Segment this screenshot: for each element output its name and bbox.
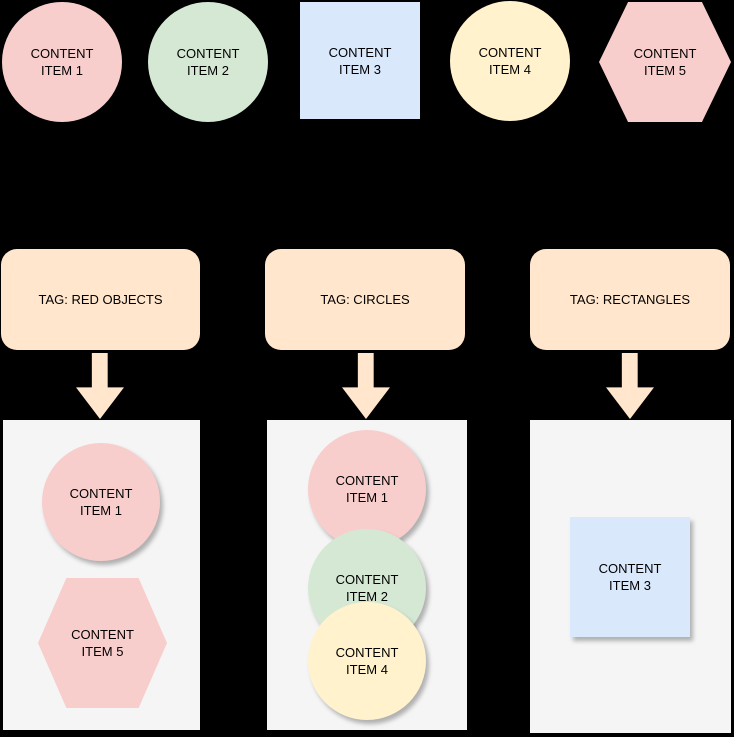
shape-label: CONTENT ITEM 4	[478, 45, 542, 77]
shape-label: CONTENT ITEM 1	[30, 46, 94, 78]
shape-label: CONTENT ITEM 2	[176, 46, 240, 78]
bucket3-content-item-3: CONTENT ITEM 3	[570, 517, 690, 637]
down-block-arrow-icon	[76, 353, 124, 419]
content-item-1: CONTENT ITEM 1	[2, 2, 122, 122]
content-item-3: CONTENT ITEM 3	[300, 2, 420, 119]
down-block-arrow-icon	[342, 353, 390, 419]
content-item-2: CONTENT ITEM 2	[148, 2, 268, 122]
shape-label: CONTENT ITEM 3	[328, 44, 392, 77]
shape-label: CONTENT ITEM 3	[598, 561, 662, 593]
tag-label: TAG: CIRCLES	[320, 292, 410, 307]
bucket1-content-item-5: CONTENT ITEM 5	[38, 578, 167, 708]
bucket2-content-item-4: CONTENT ITEM 4	[308, 602, 426, 720]
bucket1-content-item-1: CONTENT ITEM 1	[42, 443, 160, 561]
shape-label: CONTENT ITEM 4	[335, 645, 399, 677]
shape-label: CONTENT ITEM 5	[71, 627, 134, 659]
down-block-arrow-icon	[606, 353, 654, 419]
tag-circles: TAG: CIRCLES	[265, 249, 465, 350]
tag-label: TAG: RED OBJECTS	[38, 292, 163, 307]
shape-label: CONTENT ITEM 1	[335, 473, 399, 505]
bucket2-content-item-1: CONTENT ITEM 1	[308, 430, 426, 548]
content-item-4: CONTENT ITEM 4	[450, 1, 570, 121]
tag-label: TAG: RECTANGLES	[569, 292, 691, 307]
shape-label: CONTENT ITEM 1	[69, 486, 133, 518]
shape-label: CONTENT ITEM 2	[335, 572, 399, 604]
content-item-5: CONTENT ITEM 5	[599, 2, 731, 122]
shape-label: CONTENT ITEM 5	[633, 46, 697, 78]
tag-rectangles: TAG: RECTANGLES	[530, 249, 730, 350]
tag-red-objects: TAG: RED OBJECTS	[1, 249, 200, 350]
